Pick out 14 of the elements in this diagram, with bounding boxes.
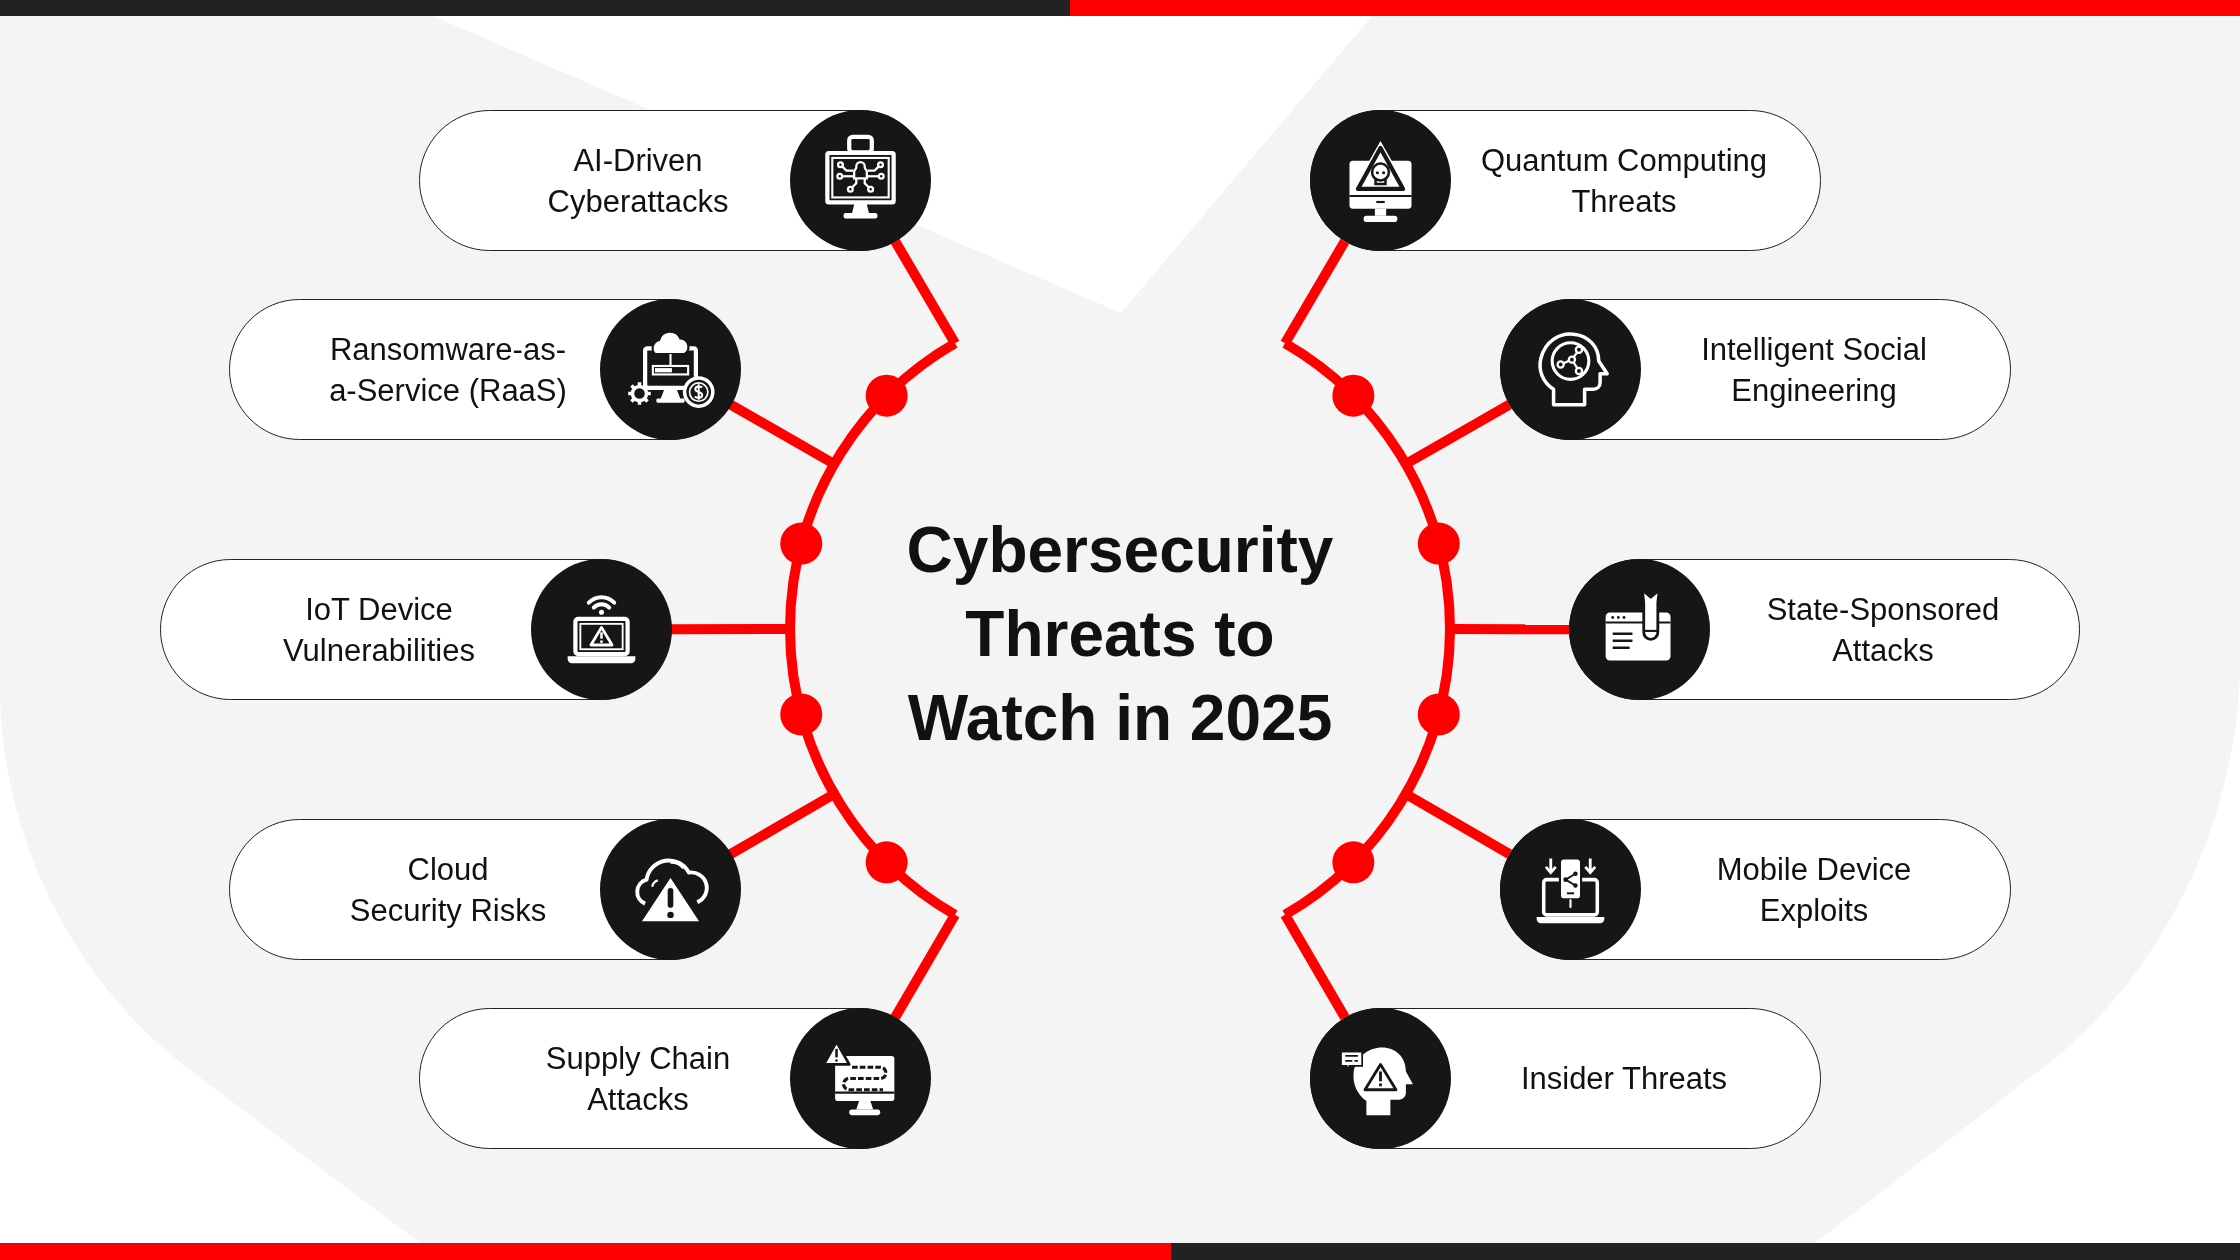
threat-label: Mobile Device Exploits (1715, 850, 1913, 930)
threat-label: IoT Device Vulnerabilities (282, 590, 476, 670)
threat-label: Supply Chain Attacks (544, 1039, 732, 1119)
threat-label: Intelligent Social Engineering (1700, 330, 1928, 410)
threat-label: State-Sponsored Attacks (1765, 590, 2001, 670)
threat-label: Ransomware-as-a-Service (RaaS) (328, 330, 568, 410)
threat-label: Quantum Computing Threats (1479, 141, 1768, 221)
connector-line (1280, 912, 1350, 1021)
threat-label: AI-Driven Cyberattacks (546, 141, 730, 221)
connector-line (890, 912, 960, 1021)
threat-label: Insider Threats (1520, 1060, 1728, 1098)
connector-line (1280, 238, 1350, 346)
threat-label: Cloud Security Risks (348, 850, 548, 930)
connector-line (890, 238, 960, 346)
